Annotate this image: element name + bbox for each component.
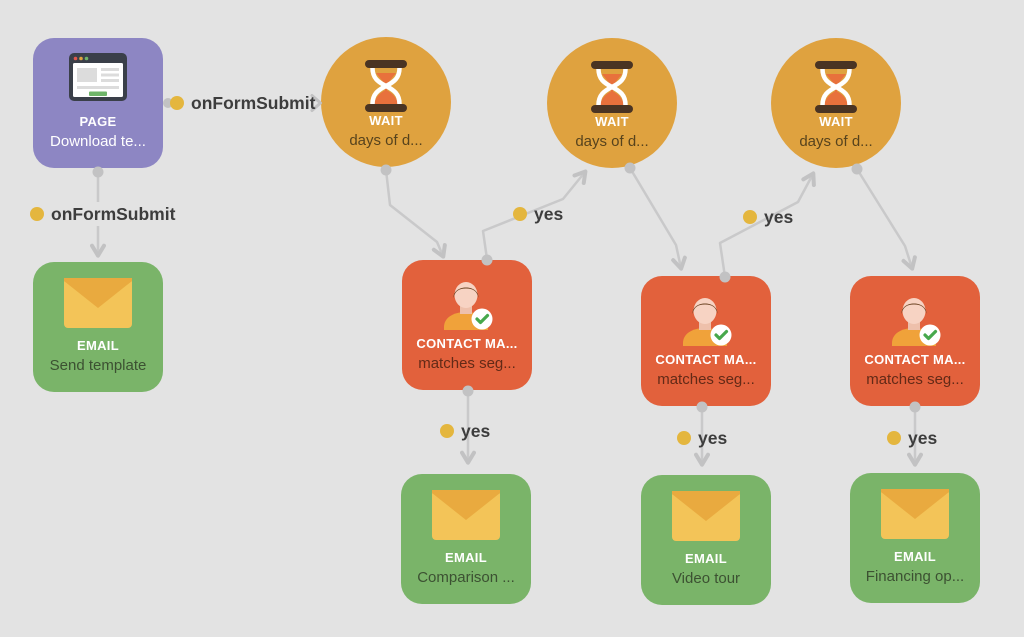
node-email-video-tour[interactable]: EMAIL Video tour — [641, 475, 771, 605]
node-contact-match-1[interactable]: CONTACT MA... matches seg... — [402, 260, 532, 390]
condition-dot-icon — [513, 207, 527, 221]
node-type-label: WAIT — [369, 113, 403, 128]
edge-label-text: yes — [461, 420, 491, 441]
node-type-label: EMAIL — [894, 549, 936, 564]
node-subtitle: matches seg... — [657, 371, 755, 388]
edge-label-text: yes — [534, 203, 564, 224]
node-subtitle: matches seg... — [866, 371, 964, 388]
edge-label-yes-contact3-email[interactable]: yes — [887, 427, 937, 449]
edge-contact2-to-wait3 — [718, 171, 816, 283]
hourglass-icon — [321, 60, 451, 112]
envelope-icon — [401, 490, 531, 540]
contact-check-icon — [402, 280, 532, 330]
node-wait-2[interactable]: WAIT days of d... — [547, 38, 677, 168]
edge-wait1-to-contact1 — [380, 164, 447, 259]
node-subtitle: Comparison ... — [417, 569, 515, 586]
edge-label-text: yes — [908, 427, 938, 448]
envelope-icon — [850, 489, 980, 539]
contact-check-icon — [641, 296, 771, 346]
edge-label-onformsubmit-2[interactable]: onFormSubmit — [30, 203, 175, 225]
hourglass-icon — [547, 61, 677, 113]
node-subtitle: Send template — [49, 357, 147, 374]
node-email-financing[interactable]: EMAIL Financing op... — [850, 473, 980, 603]
node-email-send-template[interactable]: EMAIL Send template — [33, 262, 163, 392]
node-page-download-template[interactable]: PAGE Download te... — [33, 38, 163, 168]
condition-dot-icon — [743, 210, 757, 224]
node-subtitle: matches seg... — [418, 355, 516, 372]
browser-icon — [33, 53, 163, 101]
node-subtitle: days of d... — [349, 132, 423, 149]
node-subtitle: days of d... — [799, 133, 873, 150]
edge-wait2-to-contact2 — [624, 162, 687, 271]
edge-label-yes-contact2-email[interactable]: yes — [677, 427, 727, 449]
node-type-label: EMAIL — [77, 338, 119, 353]
edge-label-onformsubmit-1[interactable]: onFormSubmit — [170, 92, 315, 114]
node-wait-1[interactable]: WAIT days of d... — [321, 37, 451, 167]
edge-label-text: yes — [764, 206, 794, 227]
edge-wait3-to-contact3 — [851, 163, 917, 271]
node-type-label: CONTACT MA... — [416, 336, 518, 351]
edge-label-yes-contact1-email[interactable]: yes — [440, 420, 490, 442]
node-type-label: WAIT — [595, 114, 629, 129]
hourglass-icon — [771, 61, 901, 113]
edge-label-text: onFormSubmit — [51, 203, 176, 224]
condition-dot-icon — [677, 431, 691, 445]
contact-check-icon — [850, 296, 980, 346]
node-contact-match-3[interactable]: CONTACT MA... matches seg... — [850, 276, 980, 406]
edge-label-yes-contact2-wait3[interactable]: yes — [743, 206, 793, 228]
edge-label-yes-contact1-wait2[interactable]: yes — [513, 203, 563, 225]
node-subtitle: days of d... — [575, 133, 649, 150]
edge-label-text: onFormSubmit — [191, 92, 316, 113]
edge-label-text: yes — [698, 427, 728, 448]
node-contact-match-2[interactable]: CONTACT MA... matches seg... — [641, 276, 771, 406]
node-type-label: CONTACT MA... — [864, 352, 966, 367]
node-subtitle: Video tour — [671, 570, 741, 587]
node-subtitle: Download te... — [50, 133, 146, 150]
node-type-label: WAIT — [819, 114, 853, 129]
condition-dot-icon — [440, 424, 454, 438]
node-subtitle: Financing op... — [865, 568, 965, 585]
envelope-icon — [33, 278, 163, 328]
envelope-icon — [641, 491, 771, 541]
node-type-label: PAGE — [79, 114, 117, 129]
condition-dot-icon — [887, 431, 901, 445]
node-wait-3[interactable]: WAIT days of d... — [771, 38, 901, 168]
condition-dot-icon — [30, 207, 44, 221]
condition-dot-icon — [170, 96, 184, 110]
node-email-comparison[interactable]: EMAIL Comparison ... — [401, 474, 531, 604]
node-type-label: EMAIL — [685, 551, 727, 566]
node-type-label: EMAIL — [445, 550, 487, 565]
node-type-label: CONTACT MA... — [655, 352, 757, 367]
